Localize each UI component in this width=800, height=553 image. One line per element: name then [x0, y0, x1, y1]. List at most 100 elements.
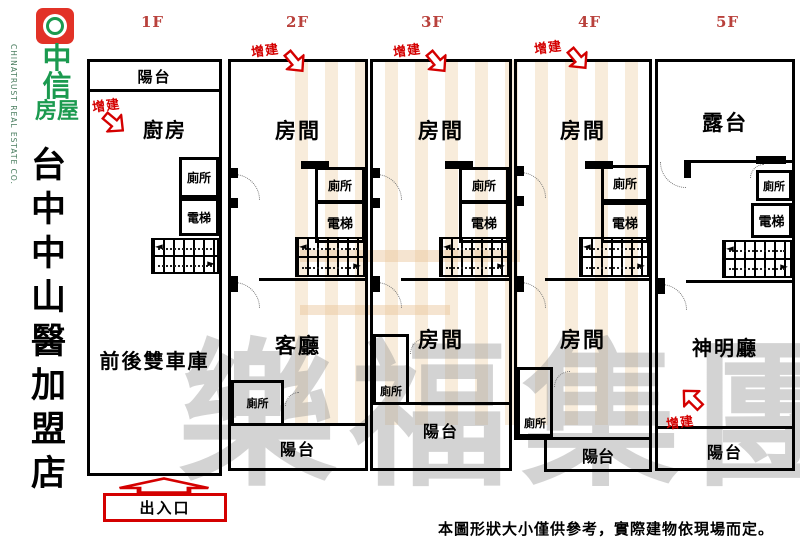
room-label-terrace-5f: 露台 — [702, 110, 748, 135]
door-jamb — [373, 168, 380, 178]
addition-arrow-icon-1f — [101, 110, 125, 133]
room-label-kitchen-1f: 廚房 — [143, 118, 187, 142]
toilet-room-2f: 廁所 — [315, 167, 365, 203]
stair-path — [158, 247, 212, 250]
entrance-label: 出入口 — [139, 499, 191, 517]
stair-path — [158, 264, 212, 267]
stairs-3f: ◄ ► — [439, 237, 509, 277]
floor-label-1f: 1F — [140, 13, 165, 31]
door-jamb — [231, 168, 238, 178]
toilet-room-4f: 廁所 — [601, 165, 649, 202]
room-label-room2-3f: 房間 — [418, 327, 464, 352]
room-label-balcony-4f: 陽台 — [581, 446, 614, 466]
store-title: 台中中山醫加盟店 — [25, 146, 66, 498]
room-label-toilet-2f: 廁所 — [327, 178, 352, 193]
logo-flower-icon — [46, 17, 64, 35]
stair-path — [729, 250, 785, 252]
floor-label-4f: 4F — [577, 13, 602, 31]
floor-label-2f: 2F — [285, 13, 310, 31]
room-label-elevator-1f: 電梯 — [186, 210, 211, 225]
door-arc-icon — [750, 164, 764, 178]
unit-5f: 露台 廁所 電梯 ◄ ► 神明廳 增建 陽台 — [655, 59, 795, 471]
stair-arrow-left-icon: ◄ — [726, 243, 734, 255]
logo-circle-icon — [43, 14, 67, 38]
stairs-4f: ◄ ► — [579, 237, 649, 277]
logo-wordmark: 中 信 房屋 — [26, 43, 88, 122]
stair-arrow-left-icon: ◄ — [299, 241, 307, 252]
stair-path — [729, 268, 785, 270]
room-label-balcony-5f: 陽台 — [706, 443, 743, 462]
addition-label-5f: 增建 — [665, 414, 696, 433]
disclaimer-caption: 本圖形狀大小僅供參考，實際建物依現場而定。 — [438, 520, 775, 538]
room-label-room2-4f: 房間 — [560, 327, 606, 352]
floor-label-3f: 3F — [420, 13, 445, 31]
stair-path — [302, 247, 358, 250]
wall — [231, 423, 365, 426]
wall — [658, 426, 792, 429]
room-label-toilet-3f: 廁所 — [471, 178, 496, 193]
door-header — [301, 161, 329, 169]
wall — [373, 402, 509, 405]
watermark-band — [300, 305, 450, 315]
toilet-room-5f: 廁所 — [756, 170, 792, 201]
addition-arrow-icon-5f — [682, 389, 705, 412]
stair-flight: ◄ — [579, 237, 649, 258]
door-jamb — [517, 196, 524, 206]
toilet-room-3f: 廁所 — [459, 167, 509, 203]
stair-arrow-left-icon: ◄ — [583, 241, 591, 252]
room-label-elevator-4f: 電梯 — [611, 217, 638, 232]
wall — [545, 278, 649, 281]
addition-label-3f: 增建 — [392, 42, 423, 61]
stair-flight: ◄ — [722, 240, 792, 260]
room-label-toilet-1f: 廁所 — [186, 171, 211, 185]
door-jamb — [373, 276, 380, 292]
room-label-room-3f: 房間 — [418, 118, 464, 143]
wall — [90, 89, 219, 92]
door-arc-icon — [660, 162, 686, 188]
stairs-1f: ◄ ► — [151, 238, 219, 274]
door-jamb — [658, 278, 665, 294]
stairs-5f: ◄ ► — [722, 240, 792, 278]
room-label-balcony-top-1f: 陽台 — [137, 68, 172, 86]
toilet2-room-4f: 廁所 — [517, 367, 553, 437]
door-header — [756, 156, 786, 164]
unit-3f: 增建 房間 廁所 電梯 ◄ ► 房間 廁所 陽台 — [370, 42, 512, 471]
stair-arrow-right-icon: ► — [353, 260, 361, 271]
addition-arrow-icon-2f — [282, 49, 305, 73]
door-jamb — [373, 198, 380, 208]
addition-arrow-icon-4f — [565, 46, 588, 70]
wall — [401, 278, 509, 281]
addition-arrow-icon-3f — [424, 49, 447, 73]
door-header — [585, 161, 613, 169]
logo-char: 信 — [42, 69, 72, 104]
room-label-room-4f: 房間 — [560, 118, 606, 143]
stair-flight: ◄ — [295, 237, 365, 258]
stair-path — [302, 266, 358, 269]
stair-flight: ► — [295, 256, 365, 277]
stair-flight: ► — [722, 258, 792, 278]
addition-label-4f: 增建 — [533, 39, 564, 58]
stair-arrow-right-icon: ► — [780, 261, 788, 273]
balcony-4f: 陽台 — [544, 437, 652, 472]
door-jamb — [684, 160, 691, 178]
wall — [686, 160, 792, 163]
stair-arrow-right-icon: ► — [207, 258, 215, 269]
door-jamb — [517, 166, 524, 176]
entrance-box: 出入口 — [103, 493, 227, 522]
room-label-garage-1f: 前後雙車庫 — [99, 349, 210, 373]
stair-path — [446, 247, 502, 250]
floor-label-5f: 5F — [715, 13, 740, 31]
stair-arrow-left-icon: ◄ — [155, 241, 163, 252]
room-label-balcony-2f: 陽台 — [279, 440, 316, 459]
room-label-balcony-3f: 陽台 — [422, 422, 459, 441]
stair-arrow-right-icon: ► — [497, 260, 505, 271]
room-label-toilet2-3f: 廁所 — [380, 385, 402, 398]
wall — [686, 280, 792, 283]
unit-4f-main: 房間 廁所 電梯 ◄ ► 房間 廁所 — [514, 59, 652, 440]
room-label-toilet2-2f: 廁所 — [246, 397, 269, 410]
door-arc-icon — [554, 371, 570, 387]
unit-1f: 陽台 增建 廚房 廁所 電梯 ◄ ► 前後雙車庫 — [87, 59, 222, 476]
unit-4f: 增建 房間 廁所 電梯 ◄ ► 房間 廁所 陽台 — [514, 39, 652, 472]
room-label-toilet2-4f: 廁所 — [524, 417, 546, 430]
